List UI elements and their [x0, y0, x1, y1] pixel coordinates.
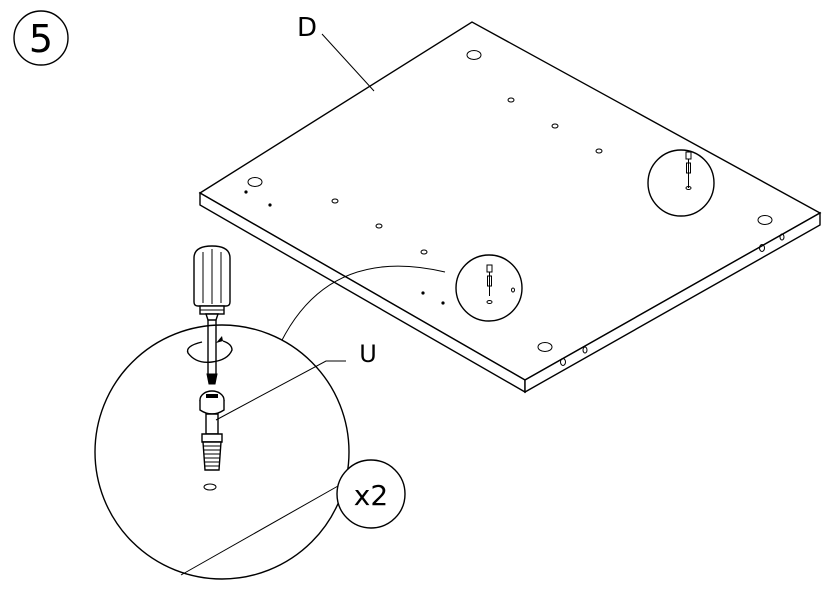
panel-d [198, 21, 822, 394]
detail-circle-right [647, 149, 715, 217]
rotate-arrow-icon [186, 336, 233, 363]
detail-circle-middle [455, 254, 523, 322]
panel-label: D [297, 13, 317, 43]
quantity-callout: x2 [180, 459, 406, 576]
screwdriver-icon [193, 245, 231, 385]
part-label: U [359, 340, 377, 368]
panel-leader [321, 33, 375, 92]
part-leader [215, 360, 346, 421]
bolt-thread [202, 441, 222, 471]
zoom-circle [94, 324, 350, 580]
step-badge: 5 [13, 10, 69, 66]
cam-bolt-icon [199, 390, 225, 471]
zoom-connector [280, 265, 446, 343]
step-number: 5 [29, 17, 53, 61]
quantity-label: x2 [354, 479, 388, 512]
